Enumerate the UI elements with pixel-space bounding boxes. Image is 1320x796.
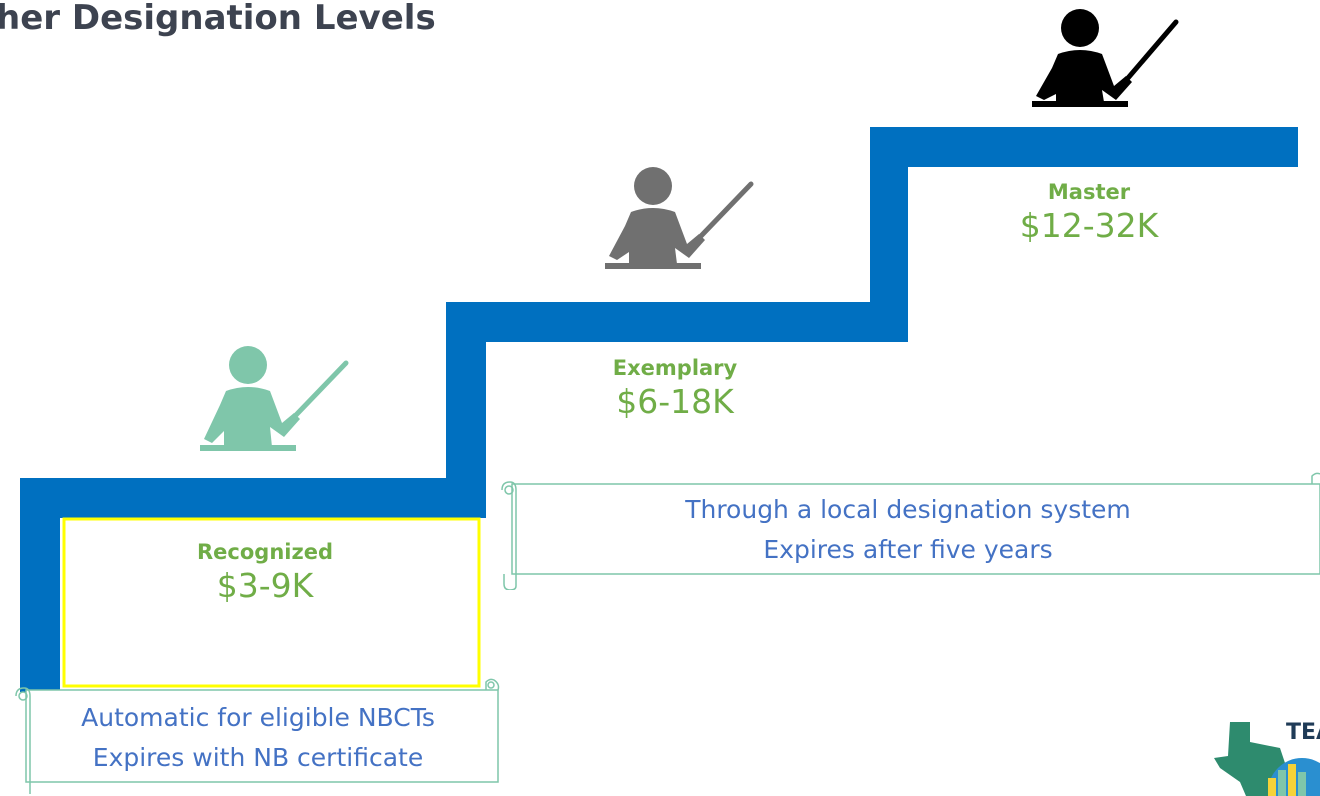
- scroll-line-2: Expires with NB certificate: [92, 743, 424, 772]
- scroll-frame: [501, 472, 1320, 590]
- level-exemplary: Exemplary $6-18K: [550, 356, 800, 421]
- stair-tread-3: [870, 127, 1298, 167]
- logo-text: TEA: [1286, 720, 1320, 745]
- level-name: Recognized: [197, 540, 333, 564]
- stair-tread-2: [446, 302, 908, 342]
- teacher-figure-exemplary: [605, 167, 754, 269]
- recognized-highlight-box: [62, 517, 481, 688]
- level-master: Master $12-32K: [964, 180, 1214, 245]
- level-amount: $12-32K: [1019, 206, 1159, 245]
- teacher-figure-recognized: [200, 346, 349, 451]
- level-name: Exemplary: [612, 356, 738, 380]
- scroll-banner-recognized: Automatic for eligible NBCTs Expires wit…: [12, 676, 504, 796]
- scroll-banner-designation: Through a local designation system Expir…: [496, 470, 1320, 590]
- level-name: Master: [1047, 180, 1131, 204]
- teacher-figure-master: [1032, 9, 1179, 107]
- level-amount: $6-18K: [616, 382, 734, 421]
- level-amount: $3-9K: [216, 566, 314, 605]
- scroll-line-1: Automatic for eligible NBCTs: [81, 703, 435, 732]
- page-title: her Designation Levels: [0, 0, 436, 38]
- stair-tread-1: [20, 478, 486, 518]
- scroll-line-2: Expires after five years: [763, 535, 1053, 564]
- tea-logo: TEA: [1210, 712, 1320, 796]
- scroll-frame: [15, 678, 500, 794]
- texas-map-icon: [1214, 722, 1320, 796]
- scroll-line-1: Through a local designation system: [685, 495, 1131, 524]
- level-recognized: Recognized $3-9K: [140, 540, 390, 605]
